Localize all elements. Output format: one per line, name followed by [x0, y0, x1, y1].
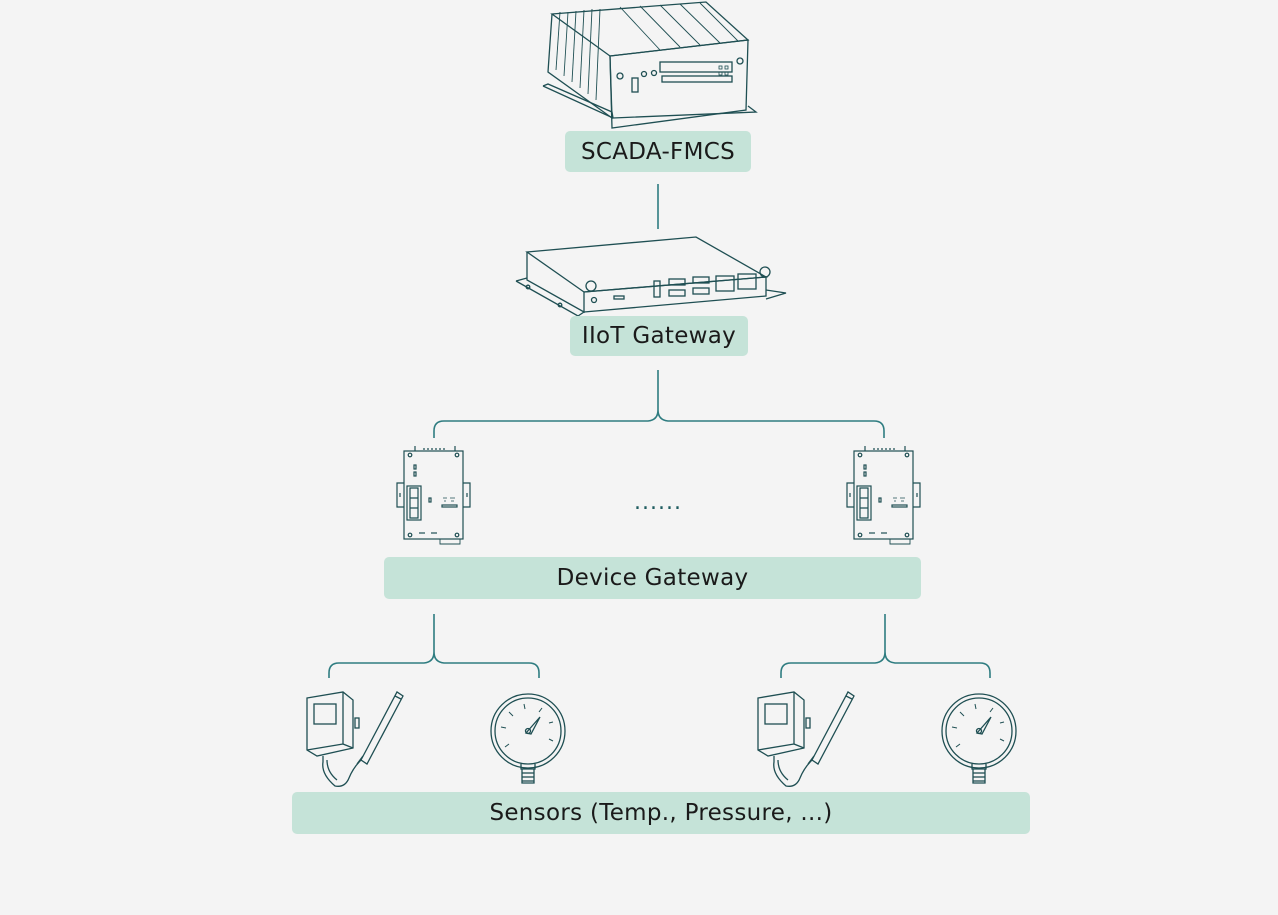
din-rail-gateway-icon	[396, 446, 471, 545]
more-gateways-ellipsis: ......	[634, 490, 682, 515]
pressure-gauge-icon	[941, 693, 1017, 784]
sensors-label: Sensors (Temp., Pressure, ...)	[292, 792, 1030, 834]
connector-left-gateway-sensors	[328, 614, 540, 678]
temperature-sensor-icon	[306, 691, 404, 787]
scada-fmcs-label: SCADA-FMCS	[565, 131, 751, 172]
connector-iiot-device-gateways	[433, 370, 885, 438]
connector-right-gateway-sensors	[780, 614, 991, 678]
edge-gateway-box-icon	[515, 236, 787, 317]
connectors	[328, 184, 991, 678]
device-gateway-label: Device Gateway	[384, 557, 921, 599]
industrial-server-icon	[542, 1, 758, 129]
temperature-sensor-icon	[757, 691, 855, 787]
din-rail-gateway-icon	[846, 446, 921, 545]
iiot-gateway-label: IIoT Gateway	[570, 316, 748, 356]
pressure-gauge-icon	[490, 693, 566, 784]
